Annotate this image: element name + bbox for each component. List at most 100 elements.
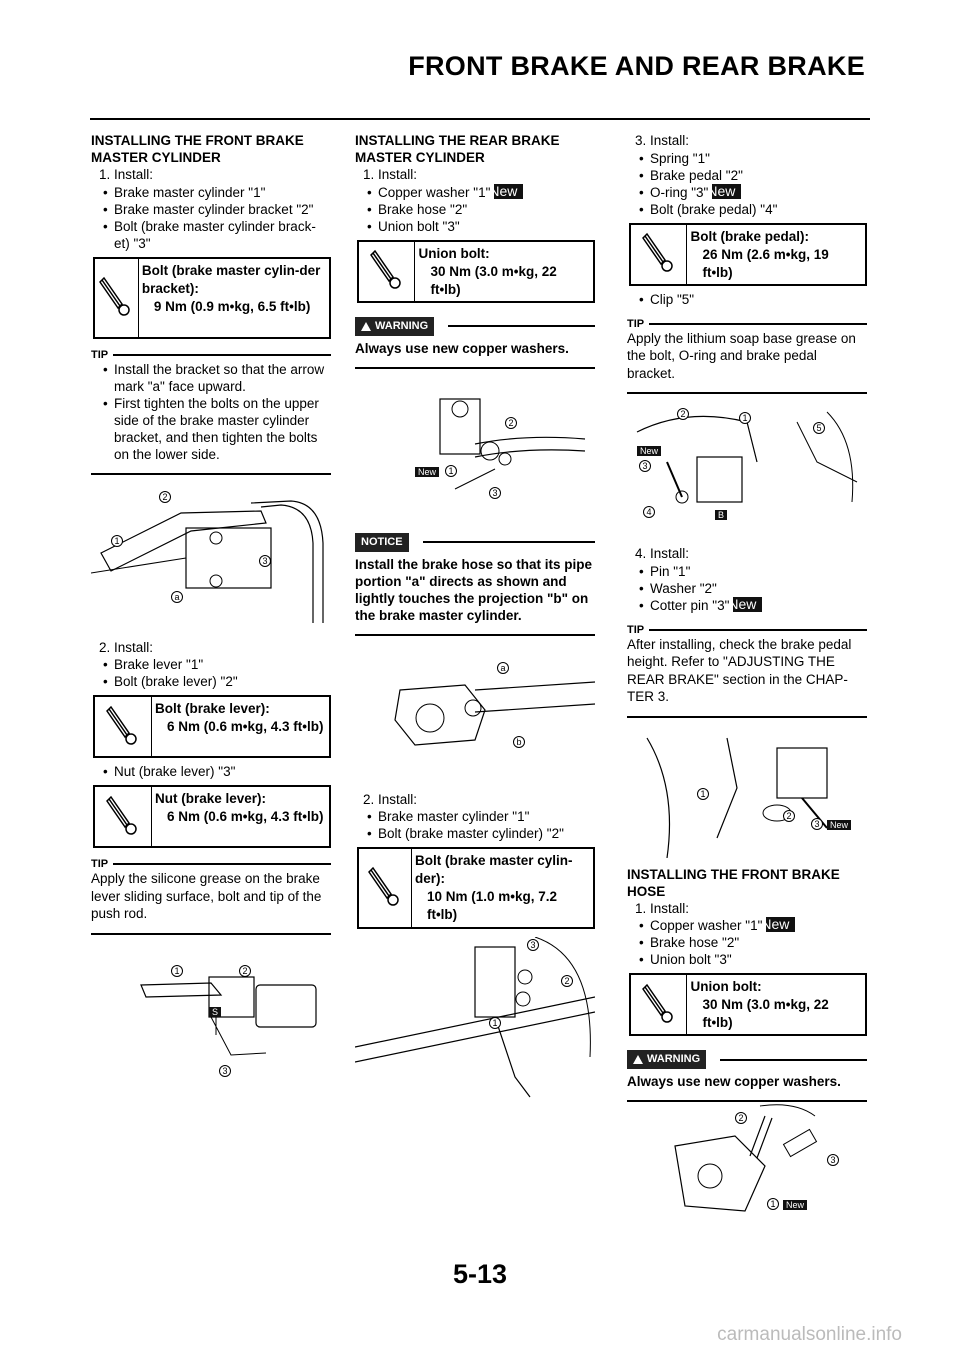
callout-4: 4 (643, 506, 655, 518)
list-item: Spring "1" (627, 150, 867, 167)
torque-spec-box: Nut (brake lever): 6 Nm (0.6 m•kg, 4.3 f… (93, 785, 331, 848)
tip-box: TIP After installing, check the brake pe… (627, 624, 867, 718)
torque-value: 10 Nm (1.0 m•kg, 7.2 ft•lb) (426, 889, 558, 922)
callout-3: 3 (639, 460, 651, 472)
torque-wrench-icon (95, 697, 152, 756)
callout-2: 2 (561, 975, 573, 987)
illustration-rear-master-cylinder: 3 2 1 (354, 936, 596, 1102)
list-item: Bolt (brake lever) "2" (91, 673, 331, 690)
illustration-front-brake-hose: 2 3 1 New (655, 1096, 855, 1226)
step-label: 2. Install: (363, 791, 418, 807)
callout-1: 1 (111, 534, 123, 547)
list-item: Copper washer "1"New (355, 183, 595, 201)
grease-mark: S (209, 1006, 222, 1017)
torque-spec-box: Bolt (brake pedal): 26 Nm (2.6 m•kg, 19 … (629, 222, 867, 286)
callout-2: 2 (677, 408, 689, 420)
list-item: Nut (brake lever) "3" (91, 763, 331, 780)
torque-spec-text: Bolt (brake master cylin-der bracket): 9… (139, 259, 329, 337)
illustration-cotter-pin: 1 2 3 New (627, 728, 867, 858)
new-badge-small: New (827, 819, 852, 830)
callout-2: 2 (159, 490, 171, 503)
new-badge-small: New (415, 466, 440, 477)
torque-title: Nut (brake lever): (155, 791, 267, 806)
torque-wrench-icon (95, 258, 139, 337)
new-badge: New (761, 917, 796, 932)
tip-text: Apply the lithium soap base grease on th… (627, 330, 856, 381)
torque-value: 30 Nm (3.0 m•kg, 22 ft•lb) (430, 263, 557, 297)
torque-wrench-icon (359, 241, 416, 301)
warning-box: WARNING Always use new copper washers. (355, 316, 595, 369)
grease-mark: B (715, 510, 728, 520)
torque-title: Union bolt: (418, 245, 490, 261)
new-badge-small: New (783, 1200, 808, 1210)
list-item: Brake hose "2" (627, 934, 867, 951)
callout-1: 1 (489, 1017, 501, 1029)
step-label: 2. Install: (99, 639, 154, 655)
callout-1: 1 (767, 1198, 779, 1210)
step-label: 3. Install: (635, 133, 690, 148)
callout-1: 1 (171, 964, 183, 977)
torque-title: Bolt (brake pedal): (690, 228, 809, 244)
list-item: Bolt (brake master cylinder) "2" (355, 825, 595, 842)
warning-icon (633, 1055, 643, 1064)
warning-label: WARNING (647, 1053, 701, 1065)
illustration-brake-lever: 1 2 3 S (91, 955, 331, 1085)
illustration-rear-union-bolt: 2 New 1 3 (355, 379, 595, 519)
callout-1: 1 (445, 464, 457, 477)
torque-wrench-icon (631, 224, 688, 284)
callout-5: 5 (813, 422, 825, 434)
tip-label: TIP (627, 317, 645, 330)
list-item: Brake pedal "2" (627, 167, 867, 184)
step-label: 1. Install: (99, 167, 154, 182)
callout-b: b (513, 735, 525, 748)
tip-text: Apply the silicone grease on the brake l… (91, 871, 322, 921)
warning-text: Always use new copper washers. (627, 1074, 841, 1089)
list-item-text: Copper washer "1" (378, 184, 491, 200)
step-label: 1. Install: (363, 167, 418, 182)
callout-a: a (497, 661, 509, 674)
callout-2: 2 (735, 1112, 747, 1124)
page-title: FRONT BRAKE AND REAR BRAKE (408, 51, 865, 81)
callout-3: 3 (259, 554, 271, 567)
header-rule (90, 118, 870, 120)
section-heading: INSTALLING THE FRONT BRAKE MASTER CYLIND… (91, 133, 304, 165)
step-label: 1. Install: (635, 900, 690, 916)
column-2: INSTALLING THE REAR BRAKE MASTER CYLINDE… (354, 132, 596, 1102)
list-item: Bolt (brake master cylinder brack-et) "3… (91, 218, 331, 252)
callout-a: a (171, 590, 183, 603)
torque-wrench-icon (359, 849, 412, 927)
list-item: Brake master cylinder "1" (355, 808, 595, 825)
tip-item: Install the bracket so that the arrow ma… (91, 361, 331, 395)
tip-box: TIP Apply the silicone grease on the bra… (91, 858, 331, 935)
torque-spec-box: Bolt (brake lever): 6 Nm (0.6 m•kg, 4.3 … (93, 695, 331, 758)
warning-icon (361, 321, 371, 331)
torque-title: Bolt (brake master cylin-der): (414, 853, 573, 886)
new-badge: New (707, 183, 742, 199)
page-number: 5-13 (452, 1259, 508, 1289)
section-heading: INSTALLING THE REAR BRAKE MASTER CYLINDE… (355, 133, 560, 165)
callout-1: 1 (697, 787, 709, 800)
tip-item: First tighten the bolts on the upper sid… (91, 395, 331, 463)
list-item: Brake master cylinder bracket "2" (91, 201, 331, 218)
callout-3: 3 (219, 1064, 231, 1077)
notice-badge: NOTICE (355, 532, 409, 552)
torque-title: Union bolt: (690, 979, 762, 994)
callout-2: 2 (239, 964, 251, 977)
warning-box: WARNING Always use new copper washers. (627, 1050, 867, 1102)
torque-spec-box: Bolt (brake master cylin-der bracket): 9… (93, 256, 331, 339)
column-1: INSTALLING THE FRONT BRAKE MASTER CYLIND… (90, 132, 331, 1085)
callout-3: 3 (811, 817, 823, 830)
list-item: Union bolt "3" (627, 951, 867, 968)
callout-1: 1 (739, 412, 751, 424)
callout-3: 3 (827, 1154, 839, 1166)
list-item: Clip "5" (627, 291, 867, 308)
list-item: Pin "1" (627, 563, 867, 580)
list-item: Brake lever "1" (91, 656, 331, 673)
watermark: carmanualsonline.info (717, 1324, 902, 1345)
torque-spec-box: Bolt (brake master cylin-der): 10 Nm (1.… (357, 847, 595, 929)
warning-badge: WARNING (355, 316, 435, 336)
callout-2: 2 (505, 416, 517, 429)
tip-label: TIP (627, 623, 645, 636)
torque-spec-box: Union bolt: 30 Nm (3.0 m•kg, 22 ft•lb) (629, 973, 867, 1036)
torque-title: Bolt (brake master cylin-der bracket): (141, 262, 321, 296)
